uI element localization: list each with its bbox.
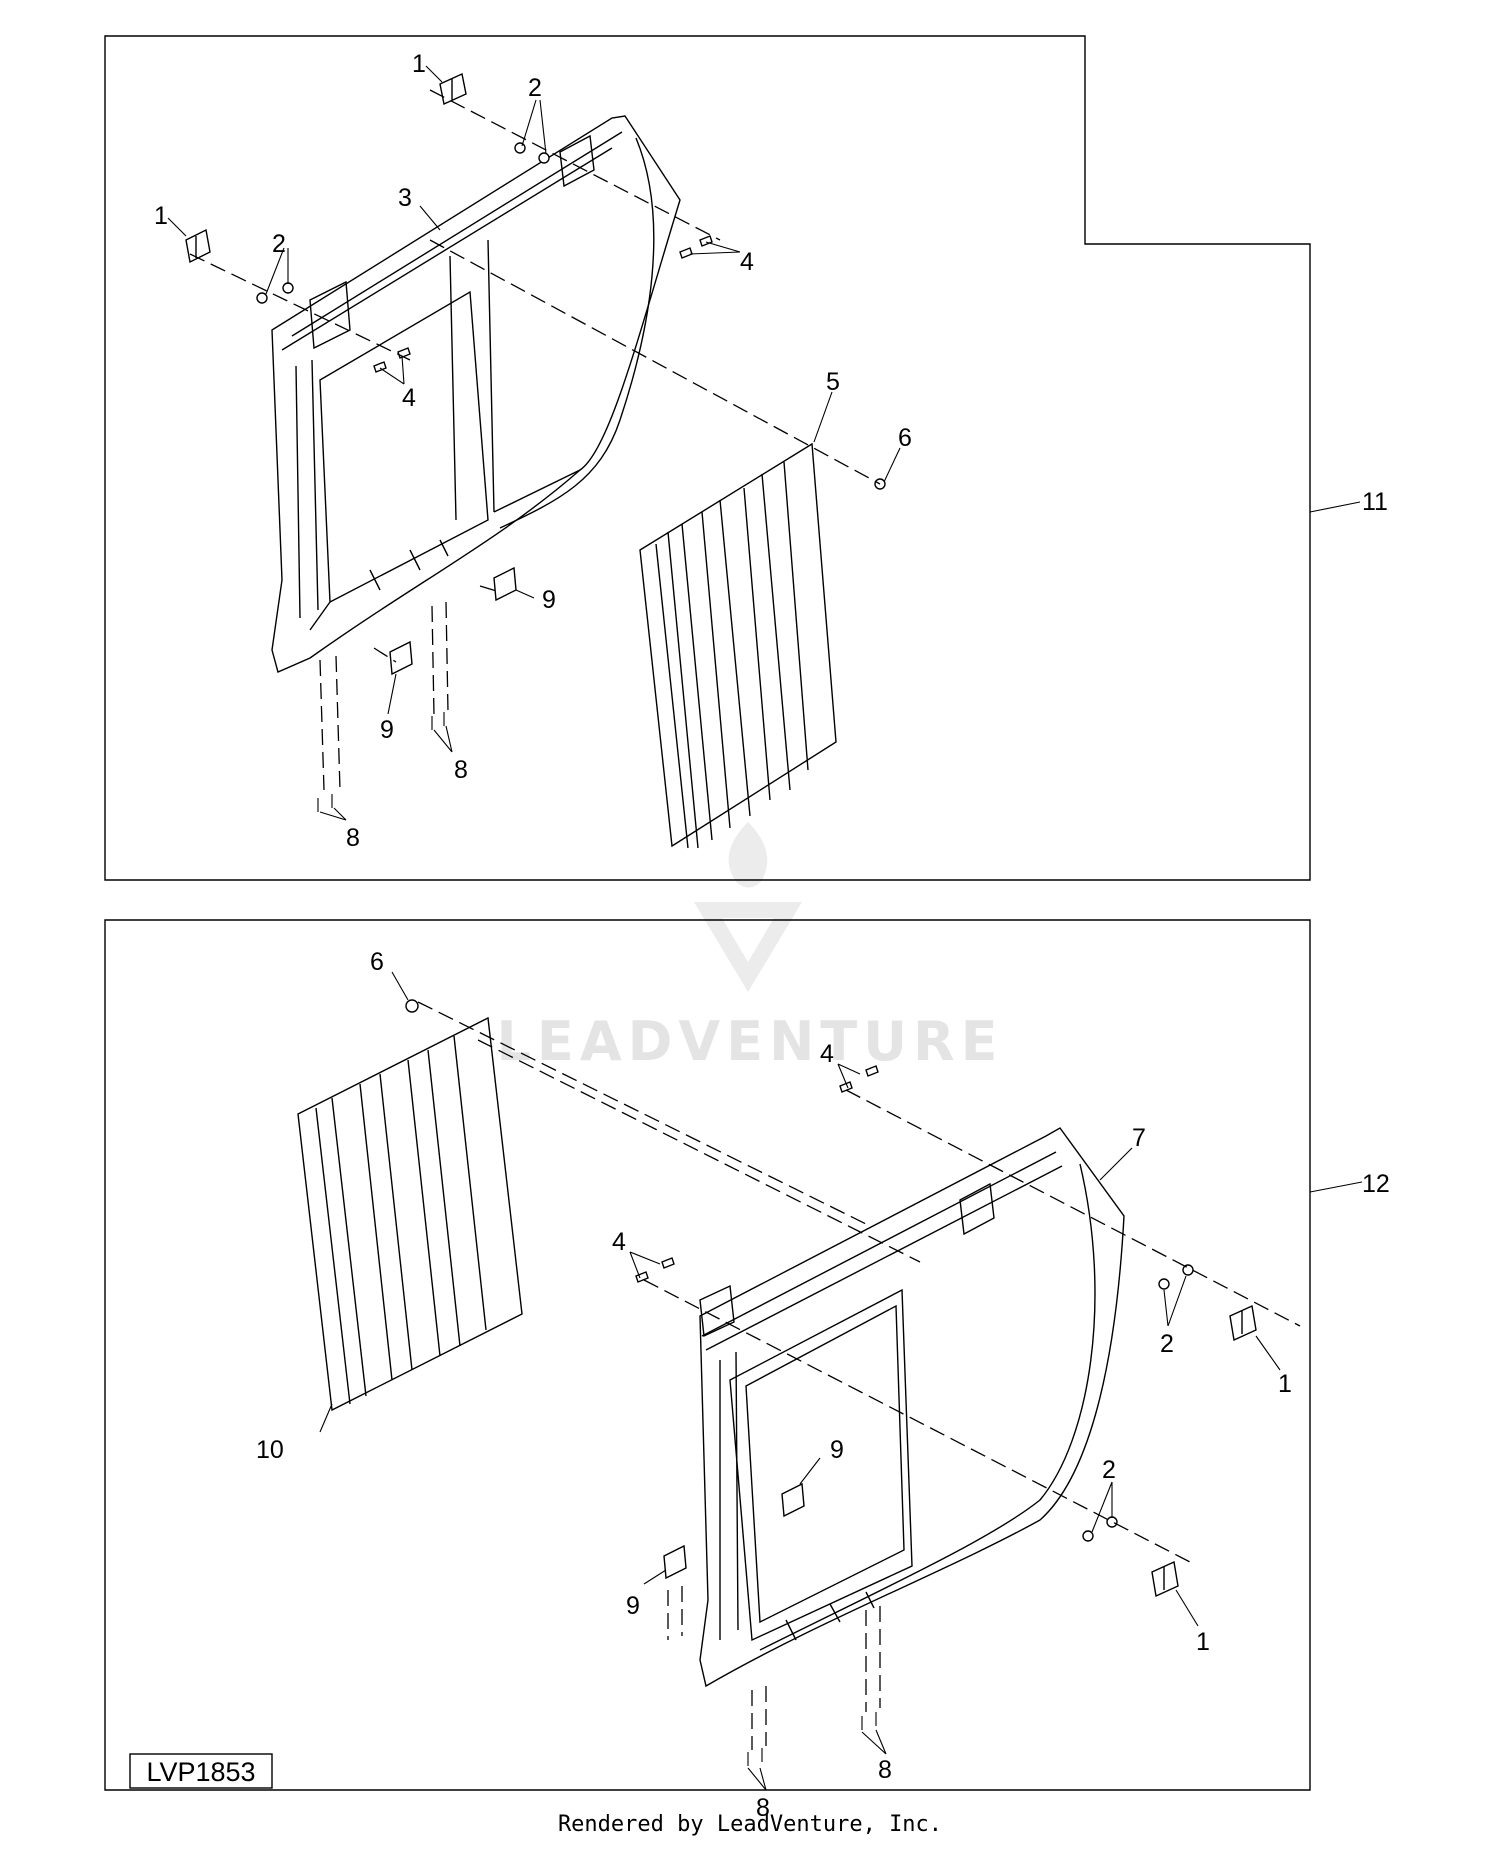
callout-l-6: 6 <box>370 948 384 976</box>
lower-door-frame-part-7 <box>699 1127 1125 1688</box>
callout-u-8a: 8 <box>454 756 468 784</box>
upper-assembly-lines <box>189 89 881 791</box>
footer-credit: Rendered by LeadVenture, Inc. <box>557 1812 943 1837</box>
upper-leader-lines <box>167 65 1361 821</box>
callout-l-12: 12 <box>1362 1170 1390 1198</box>
callout-l-2b: 2 <box>1102 1456 1116 1484</box>
callout-l-10: 10 <box>256 1436 284 1464</box>
lower-louver-panel-part-10 <box>297 1016 523 1412</box>
callout-l-1b: 1 <box>1196 1628 1210 1656</box>
upper-louver-panel-part-5 <box>639 442 837 849</box>
callout-l-4b: 4 <box>612 1228 626 1256</box>
watermark-text: LEADVENTURE <box>497 1010 1004 1073</box>
callout-u-1b: 1 <box>154 202 168 230</box>
callout-l-9a: 9 <box>830 1436 844 1464</box>
callout-u-9b: 9 <box>380 716 394 744</box>
lower-hardware <box>405 999 1257 1766</box>
callout-u-2b: 2 <box>272 230 286 258</box>
callout-l-2a: 2 <box>1160 1330 1174 1358</box>
callout-u-5: 5 <box>826 368 840 396</box>
lower-leader-lines <box>319 971 1363 1791</box>
callout-l-4a: 4 <box>820 1040 834 1068</box>
callout-u-4a: 4 <box>740 248 754 276</box>
upper-section-frame <box>104 35 1311 881</box>
callout-u-6: 6 <box>898 424 912 452</box>
callout-u-4b: 4 <box>402 384 416 412</box>
callout-l-1a: 1 <box>1278 1370 1292 1398</box>
leadventure-watermark: LEADVENTURE <box>497 822 1004 1073</box>
upper-hardware <box>185 72 886 812</box>
callout-u-8b: 8 <box>346 824 360 852</box>
callout-u-11: 11 <box>1362 488 1388 516</box>
drawing-code-box: LVP1853 <box>129 1753 273 1789</box>
lower-section-frame <box>104 919 1311 1791</box>
upper-door-frame-part-3 <box>271 115 681 673</box>
callout-u-2a: 2 <box>528 74 542 102</box>
drawing-code: LVP1853 <box>146 1757 255 1787</box>
callout-u-9a: 9 <box>542 586 556 614</box>
callout-l-9b: 9 <box>626 1592 640 1620</box>
callout-l-7: 7 <box>1132 1124 1146 1152</box>
callout-l-8b: 8 <box>756 1794 770 1822</box>
callout-u-1a: 1 <box>412 50 426 78</box>
callout-u-3: 3 <box>398 184 412 212</box>
callout-l-8a: 8 <box>878 1756 892 1784</box>
